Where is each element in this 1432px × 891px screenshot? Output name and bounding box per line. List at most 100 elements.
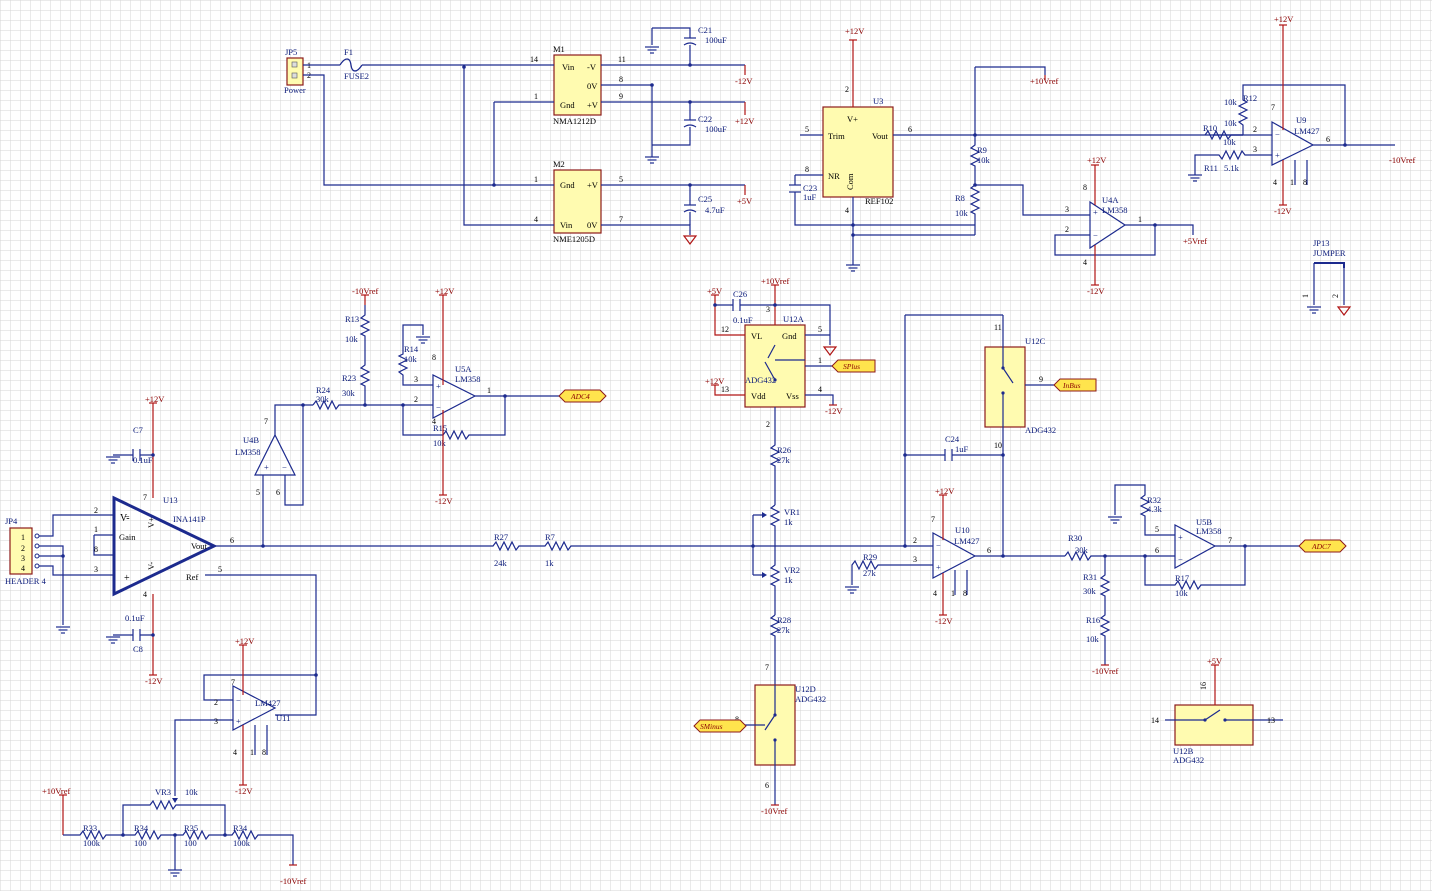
- svg-text:Gain: Gain: [119, 532, 136, 542]
- svg-text:6: 6: [230, 536, 234, 545]
- svg-text:VR2: VR2: [784, 565, 800, 575]
- svg-text:27k: 27k: [863, 568, 877, 578]
- svg-text:13: 13: [1267, 716, 1275, 725]
- opamp-u9: −+ U9 LM427 R10 10k R12 10k 10k R11 5.1k…: [1187, 14, 1416, 216]
- svg-text:C21: C21: [698, 25, 712, 35]
- jp5-value: Power: [284, 85, 306, 95]
- svg-text:8: 8: [963, 589, 967, 598]
- svg-text:U5B: U5B: [1196, 517, 1212, 527]
- svg-text:2: 2: [1253, 125, 1257, 134]
- svg-text:+: +: [264, 462, 269, 472]
- svg-text:100k: 100k: [83, 838, 101, 848]
- jumper-jp13: JP13 JUMPER 1 2: [1301, 238, 1352, 316]
- svg-text:8: 8: [805, 165, 809, 174]
- svg-text:R35: R35: [184, 823, 198, 833]
- svg-text:2: 2: [94, 506, 98, 515]
- svg-text:JUMPER: JUMPER: [1313, 248, 1346, 258]
- svg-text:Vss: Vss: [786, 391, 799, 401]
- svg-text:Vout: Vout: [191, 541, 208, 551]
- net-label-inbus: InBus: [1062, 381, 1081, 390]
- svg-text:6: 6: [765, 781, 769, 790]
- svg-text:1: 1: [94, 525, 98, 534]
- svg-text:U11: U11: [276, 713, 290, 723]
- svg-text:8: 8: [94, 545, 98, 554]
- svg-text:24k: 24k: [494, 558, 508, 568]
- svg-text:NMA1212D: NMA1212D: [553, 116, 596, 126]
- svg-text:10: 10: [994, 441, 1002, 450]
- svg-text:-10Vref: -10Vref: [1389, 155, 1416, 165]
- svg-text:+: +: [124, 573, 130, 584]
- svg-text:−: −: [124, 512, 130, 523]
- svg-text:10k: 10k: [1224, 97, 1238, 107]
- svg-text:ADG432: ADG432: [795, 694, 826, 704]
- svg-text:R31: R31: [1083, 572, 1097, 582]
- svg-text:30k: 30k: [342, 388, 356, 398]
- svg-text:0.1uF: 0.1uF: [733, 315, 753, 325]
- svg-text:3: 3: [94, 565, 98, 574]
- svg-text:NR: NR: [828, 171, 840, 181]
- svg-text:10k: 10k: [1086, 634, 1100, 644]
- svg-text:2: 2: [21, 544, 25, 553]
- svg-text:1uF: 1uF: [803, 192, 817, 202]
- svg-text:-12V: -12V: [235, 786, 253, 796]
- svg-text:3: 3: [1065, 205, 1069, 214]
- svg-text:C22: C22: [698, 114, 712, 124]
- svg-text:Com: Com: [845, 173, 855, 190]
- svg-text:Vin: Vin: [560, 220, 573, 230]
- svg-text:+: +: [436, 381, 441, 391]
- svg-text:+5V: +5V: [1207, 656, 1223, 666]
- svg-text:R34: R34: [134, 823, 149, 833]
- svg-text:1: 1: [21, 533, 25, 542]
- svg-text:4: 4: [1083, 258, 1087, 267]
- svg-text:-V: -V: [587, 62, 597, 72]
- svg-text:+: +: [1178, 532, 1183, 542]
- svg-text:10k: 10k: [404, 354, 418, 364]
- svg-text:+: +: [1093, 207, 1098, 217]
- svg-text:4.7uF: 4.7uF: [705, 205, 725, 215]
- svg-text:8: 8: [1083, 183, 1087, 192]
- svg-text:100: 100: [184, 838, 197, 848]
- net-label-splus: SPlus: [843, 362, 860, 371]
- svg-text:+12V: +12V: [435, 286, 455, 296]
- svg-text:+10Vref: +10Vref: [761, 276, 790, 286]
- svg-text:11: 11: [618, 55, 626, 64]
- decoupling-c7-c8: C7 0.1uF 0.1uF C8: [105, 425, 155, 654]
- svg-text:3: 3: [414, 375, 418, 384]
- svg-text:R14: R14: [404, 344, 419, 354]
- svg-text:U5A: U5A: [455, 364, 472, 374]
- svg-text:5: 5: [218, 565, 222, 574]
- svg-text:2: 2: [1065, 225, 1069, 234]
- svg-text:ADG432: ADG432: [1025, 425, 1056, 435]
- svg-text:VR1: VR1: [784, 507, 800, 517]
- svg-text:10k: 10k: [345, 334, 359, 344]
- svg-text:+V: +V: [587, 180, 599, 190]
- svg-text:LM358: LM358: [1102, 205, 1128, 215]
- svg-text:1k: 1k: [545, 558, 554, 568]
- svg-text:+5V: +5V: [707, 286, 723, 296]
- svg-text:R34: R34: [233, 823, 248, 833]
- svg-text:6: 6: [1155, 546, 1159, 555]
- dc-dc-converter-m2: M2 NME1205D Gnd Vin +V 0V 14 57: [534, 159, 745, 245]
- svg-text:−: −: [236, 695, 241, 705]
- svg-text:10k: 10k: [977, 155, 991, 165]
- svg-text:REF102: REF102: [865, 196, 893, 206]
- svg-text:8: 8: [1303, 178, 1307, 187]
- svg-text:1: 1: [534, 175, 538, 184]
- svg-text:R13: R13: [345, 314, 359, 324]
- svg-text:+10Vref: +10Vref: [1030, 76, 1059, 86]
- svg-text:R30: R30: [1068, 533, 1082, 543]
- svg-text:Gnd: Gnd: [560, 180, 575, 190]
- svg-text:U4A: U4A: [1102, 195, 1119, 205]
- svg-text:10k: 10k: [1224, 118, 1238, 128]
- svg-text:27k: 27k: [777, 455, 791, 465]
- svg-text:M1: M1: [553, 44, 565, 54]
- trim-pots-vr1-vr2: VR1 1k VR2 1k R28 27k: [752, 504, 800, 685]
- svg-text:4: 4: [233, 748, 237, 757]
- svg-text:R8: R8: [955, 193, 965, 203]
- svg-text:JP4: JP4: [5, 516, 18, 526]
- svg-text:30k: 30k: [1075, 545, 1089, 555]
- svg-text:5: 5: [818, 325, 822, 334]
- svg-text:V-: V-: [120, 513, 130, 524]
- svg-text:5: 5: [619, 175, 623, 184]
